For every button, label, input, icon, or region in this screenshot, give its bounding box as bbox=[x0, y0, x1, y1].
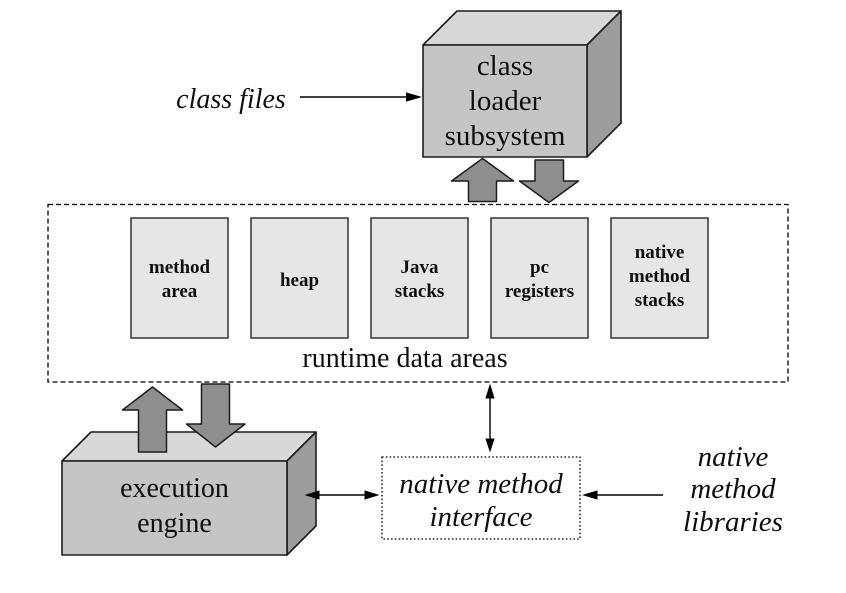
class-loader-front-face bbox=[422, 44, 588, 158]
block-arrow-down-engine-icon bbox=[185, 383, 246, 448]
pc-registers-label-line2: registers bbox=[505, 281, 574, 302]
libraries-interface-arrow bbox=[582, 490, 663, 500]
native-method-interface-box: native method interface bbox=[381, 456, 581, 540]
runtime-box-native-method-stacks-rect bbox=[610, 217, 709, 339]
native-method-stacks-label-line3: stacks bbox=[635, 290, 685, 311]
engine-interface-arrowhead-right-icon bbox=[364, 490, 380, 500]
libraries-interface-arrowhead-icon bbox=[582, 490, 598, 500]
class-files-arrow bbox=[300, 92, 422, 102]
block-arrow-up-classloader-icon bbox=[450, 157, 515, 203]
method-area-label-line2: area bbox=[162, 281, 198, 302]
runtime-box-native-method-stacks: native method stacks bbox=[610, 217, 709, 339]
runtime-data-areas-label: runtime data areas bbox=[302, 343, 507, 374]
runtime-interface-arrow bbox=[485, 383, 495, 453]
native-method-libraries-label: native method libraries bbox=[683, 441, 783, 538]
native-method-stacks-label-line2: method bbox=[629, 266, 691, 287]
runtime-box-method-area-rect bbox=[130, 217, 229, 339]
runtime-box-method-area: method area bbox=[130, 217, 229, 339]
native-method-libraries-line1: native bbox=[698, 441, 769, 473]
runtime-box-heap-rect bbox=[250, 217, 349, 339]
java-stacks-label-line2: stacks bbox=[395, 281, 445, 302]
execution-engine-box: execution engine bbox=[61, 431, 317, 556]
runtime-box-pc-registers: pc registers bbox=[490, 217, 589, 339]
block-arrow-down-classloader-icon bbox=[518, 159, 580, 204]
class-files-arrowhead-icon bbox=[406, 92, 422, 102]
method-area-label-line1: method bbox=[149, 257, 211, 278]
pc-registers-label-line1: pc bbox=[530, 257, 549, 278]
engine-interface-arrow bbox=[304, 490, 380, 500]
runtime-box-pc-registers-rect bbox=[490, 217, 589, 339]
class-files-label: class files bbox=[176, 84, 286, 115]
engine-interface-arrowhead-left-icon bbox=[304, 490, 320, 500]
execution-engine-label-line1: execution bbox=[120, 473, 229, 504]
execution-engine-top-face bbox=[61, 431, 317, 462]
runtime-data-areas-container bbox=[47, 203, 789, 383]
class-loader-label-line3: subsystem bbox=[445, 120, 566, 152]
native-method-libraries-line3: libraries bbox=[683, 506, 783, 538]
runtime-interface-arrowhead-down-icon bbox=[485, 438, 495, 453]
class-loader-label-line1: class bbox=[477, 50, 533, 82]
class-loader-label-line2: loader bbox=[469, 85, 542, 117]
execution-engine-label-line2: engine bbox=[137, 508, 212, 539]
native-method-libraries-line2: method bbox=[690, 473, 776, 505]
native-method-stacks-label-line1: native bbox=[635, 242, 685, 263]
runtime-interface-arrowhead-up-icon bbox=[485, 383, 495, 399]
native-method-interface-label-line2: interface bbox=[429, 501, 532, 533]
native-method-interface-rect bbox=[381, 456, 581, 540]
runtime-box-java-stacks-rect bbox=[370, 217, 469, 339]
block-arrow-up-engine-icon bbox=[121, 386, 184, 453]
java-stacks-label-line1: Java bbox=[401, 257, 440, 278]
runtime-box-java-stacks: Java stacks bbox=[370, 217, 469, 339]
execution-engine-front-face bbox=[61, 460, 288, 556]
heap-label: heap bbox=[280, 270, 319, 291]
runtime-box-heap: heap bbox=[250, 217, 349, 339]
class-loader-subsystem-box: class loader subsystem bbox=[422, 10, 622, 158]
native-method-interface-label-line1: native method bbox=[399, 468, 563, 500]
